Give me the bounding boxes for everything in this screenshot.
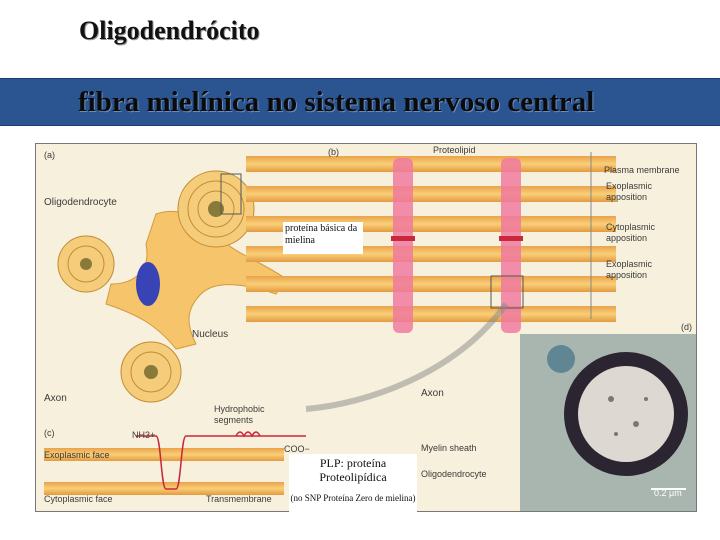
panel-b-label: (b) — [328, 147, 339, 157]
label-hydrophobic-segments-a: Hydrophobic — [214, 404, 265, 414]
label-plasma-membrane: Plasma membrane — [604, 165, 680, 175]
label-transmembrane: Transmembrane — [206, 494, 272, 504]
label-cytoplasmic-apposition-a: Cytoplasmic — [606, 222, 656, 232]
proteolipid-column-1 — [393, 158, 413, 333]
label-exoplasmic-apposition-2a: Exoplasmic — [606, 259, 653, 269]
label-nh3: NH3+ — [132, 430, 155, 440]
label-scale-bar: 0.2 μm — [654, 488, 682, 498]
nucleus-shape — [136, 262, 160, 306]
mbp-annotation: proteína básica da mielina — [283, 222, 363, 254]
panel-a-label: (a) — [44, 150, 55, 160]
label-cytoplasmic-face: Cytoplasmic face — [44, 494, 113, 504]
plp-annotation-note: (no SNP Proteína Zero de mielina) — [291, 493, 416, 503]
panel-d-label: (d) — [681, 322, 692, 332]
label-cytoplasmic-apposition-b: apposition — [606, 233, 647, 243]
label-exoplasmic-apposition-1b: apposition — [606, 192, 647, 202]
basic-protein-marker-2 — [499, 236, 523, 241]
label-oligodendrocyte: Oligodendrocyte — [44, 197, 117, 208]
plp-annotation-text: PLP: proteína Proteolipídica — [289, 457, 417, 485]
slide-title: Oligodendrócito — [79, 16, 260, 46]
panel-c-label: (c) — [44, 428, 55, 438]
banner-text: fibra mielínica no sistema nervoso centr… — [78, 86, 594, 119]
label-axon-a: Axon — [44, 393, 67, 404]
label-exoplasmic-apposition-2b: apposition — [606, 270, 647, 280]
basic-protein-marker-1 — [391, 236, 415, 241]
label-myelin-sheath: Myelin sheath — [421, 443, 477, 453]
label-exoplasmic-apposition-1a: Exoplasmic — [606, 181, 653, 191]
label-nucleus: Nucleus — [192, 329, 228, 340]
proteolipid-topology-drawing — [44, 432, 306, 495]
label-hydrophobic-segments-b: segments — [214, 415, 254, 425]
label-coo: COO− — [284, 444, 310, 454]
plp-annotation: PLP: proteína Proteolipídica (no SNP Pro… — [289, 454, 417, 539]
label-oligodendrocyte-d: Oligodendrocyte — [421, 469, 487, 479]
label-exoplasmic-face: Exoplasmic face — [44, 450, 110, 460]
label-proteolipid: Proteolipid — [433, 145, 476, 155]
electron-micrograph — [520, 334, 696, 511]
label-axon-d: Axon — [421, 388, 444, 399]
